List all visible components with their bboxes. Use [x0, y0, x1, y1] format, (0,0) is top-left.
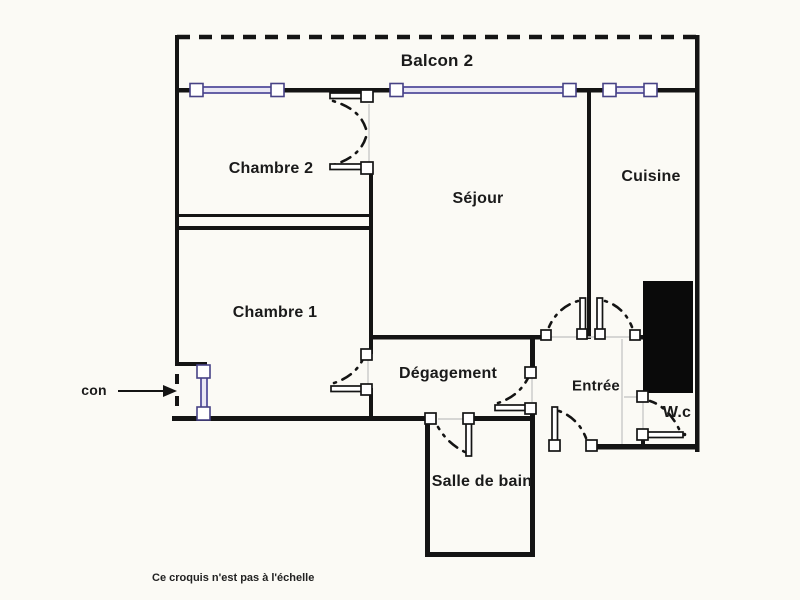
- left-opening-dashes: [175, 374, 179, 406]
- callout-arrow: [118, 385, 177, 397]
- label-con-callout: con: [81, 382, 107, 398]
- door-front-entrance: [548, 406, 598, 452]
- door-chambre1: [330, 348, 373, 396]
- door-sejour-entree: [540, 297, 588, 341]
- wall-stub-window: [175, 362, 207, 366]
- window-chambre1: [196, 364, 211, 421]
- label-chambre-1: Chambre 1: [232, 304, 318, 321]
- wall-bottom-left: [172, 416, 433, 421]
- exterior-wall-left: [175, 35, 179, 365]
- window-chambre2: [189, 82, 285, 98]
- wall-bathroom-bottom: [425, 552, 535, 557]
- guide-lines: [367, 104, 644, 444]
- wall-bottom-mid: [466, 416, 535, 421]
- label-wc: W.c: [662, 404, 692, 421]
- wall-bathroom-right-lower: [530, 406, 535, 557]
- wall-chambre-right-lower: [369, 388, 373, 420]
- wall-degagement-top: [369, 335, 549, 340]
- door-cuisine-entree: [594, 297, 641, 341]
- door-salle-de-bain: [424, 412, 475, 457]
- wall-chambre-divider-outer: [177, 214, 370, 217]
- doors: [329, 89, 687, 457]
- wall-sejour-cuisine: [587, 88, 591, 339]
- door-chambre2-sejour: [329, 89, 374, 175]
- label-balcon-2: Balcon 2: [400, 51, 474, 70]
- door-wc: [636, 390, 687, 441]
- scale-disclaimer: Ce croquis n'est pas à l'échelle: [152, 572, 315, 584]
- label-entree: Entrée: [572, 377, 620, 395]
- shaft-block: [643, 281, 693, 393]
- window-sejour: [389, 82, 577, 98]
- wall-bathroom-right-upper: [530, 337, 535, 376]
- exterior-wall-right: [695, 35, 700, 452]
- label-salle-de-bain: Salle de bain: [431, 473, 533, 490]
- label-degagement: Dégagement: [398, 365, 498, 382]
- wall-wc-stub: [641, 436, 645, 448]
- wall-chambre-right-upper: [369, 167, 373, 354]
- label-sejour: Séjour: [452, 190, 504, 207]
- wall-chambre-divider-inner: [177, 226, 370, 230]
- label-chambre-2: Chambre 2: [228, 160, 314, 177]
- window-cuisine: [602, 82, 658, 98]
- door-degagement-entree: [494, 366, 537, 415]
- wall-bathroom-left: [425, 416, 430, 557]
- windows: [189, 82, 658, 421]
- label-cuisine: Cuisine: [621, 168, 681, 185]
